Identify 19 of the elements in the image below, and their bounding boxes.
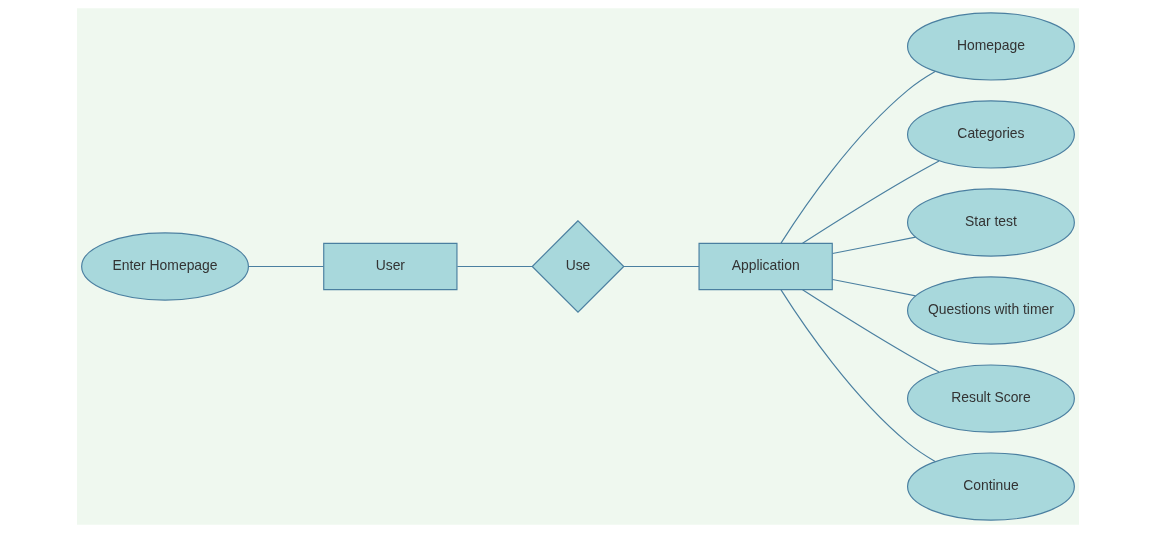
node-ellipse: Questions with timer bbox=[906, 276, 1075, 345]
connector bbox=[780, 71, 936, 244]
node-diamond: Use bbox=[531, 219, 625, 314]
node-ellipse: Categories bbox=[906, 100, 1075, 169]
connector bbox=[623, 265, 700, 268]
connector bbox=[831, 236, 917, 255]
node-ellipse: Enter Homepage bbox=[81, 232, 249, 301]
node-box: User bbox=[323, 242, 458, 291]
connector bbox=[831, 278, 917, 297]
connector bbox=[801, 289, 940, 373]
node-ellipse: Continue bbox=[906, 452, 1075, 521]
node-box: Application bbox=[698, 242, 833, 291]
node-ellipse: Homepage bbox=[906, 12, 1075, 81]
connector bbox=[248, 265, 325, 268]
connector bbox=[801, 160, 940, 244]
connector bbox=[780, 289, 936, 462]
node-ellipse: Star test bbox=[906, 188, 1075, 257]
connector bbox=[456, 265, 533, 268]
node-ellipse: Result Score bbox=[906, 364, 1075, 433]
